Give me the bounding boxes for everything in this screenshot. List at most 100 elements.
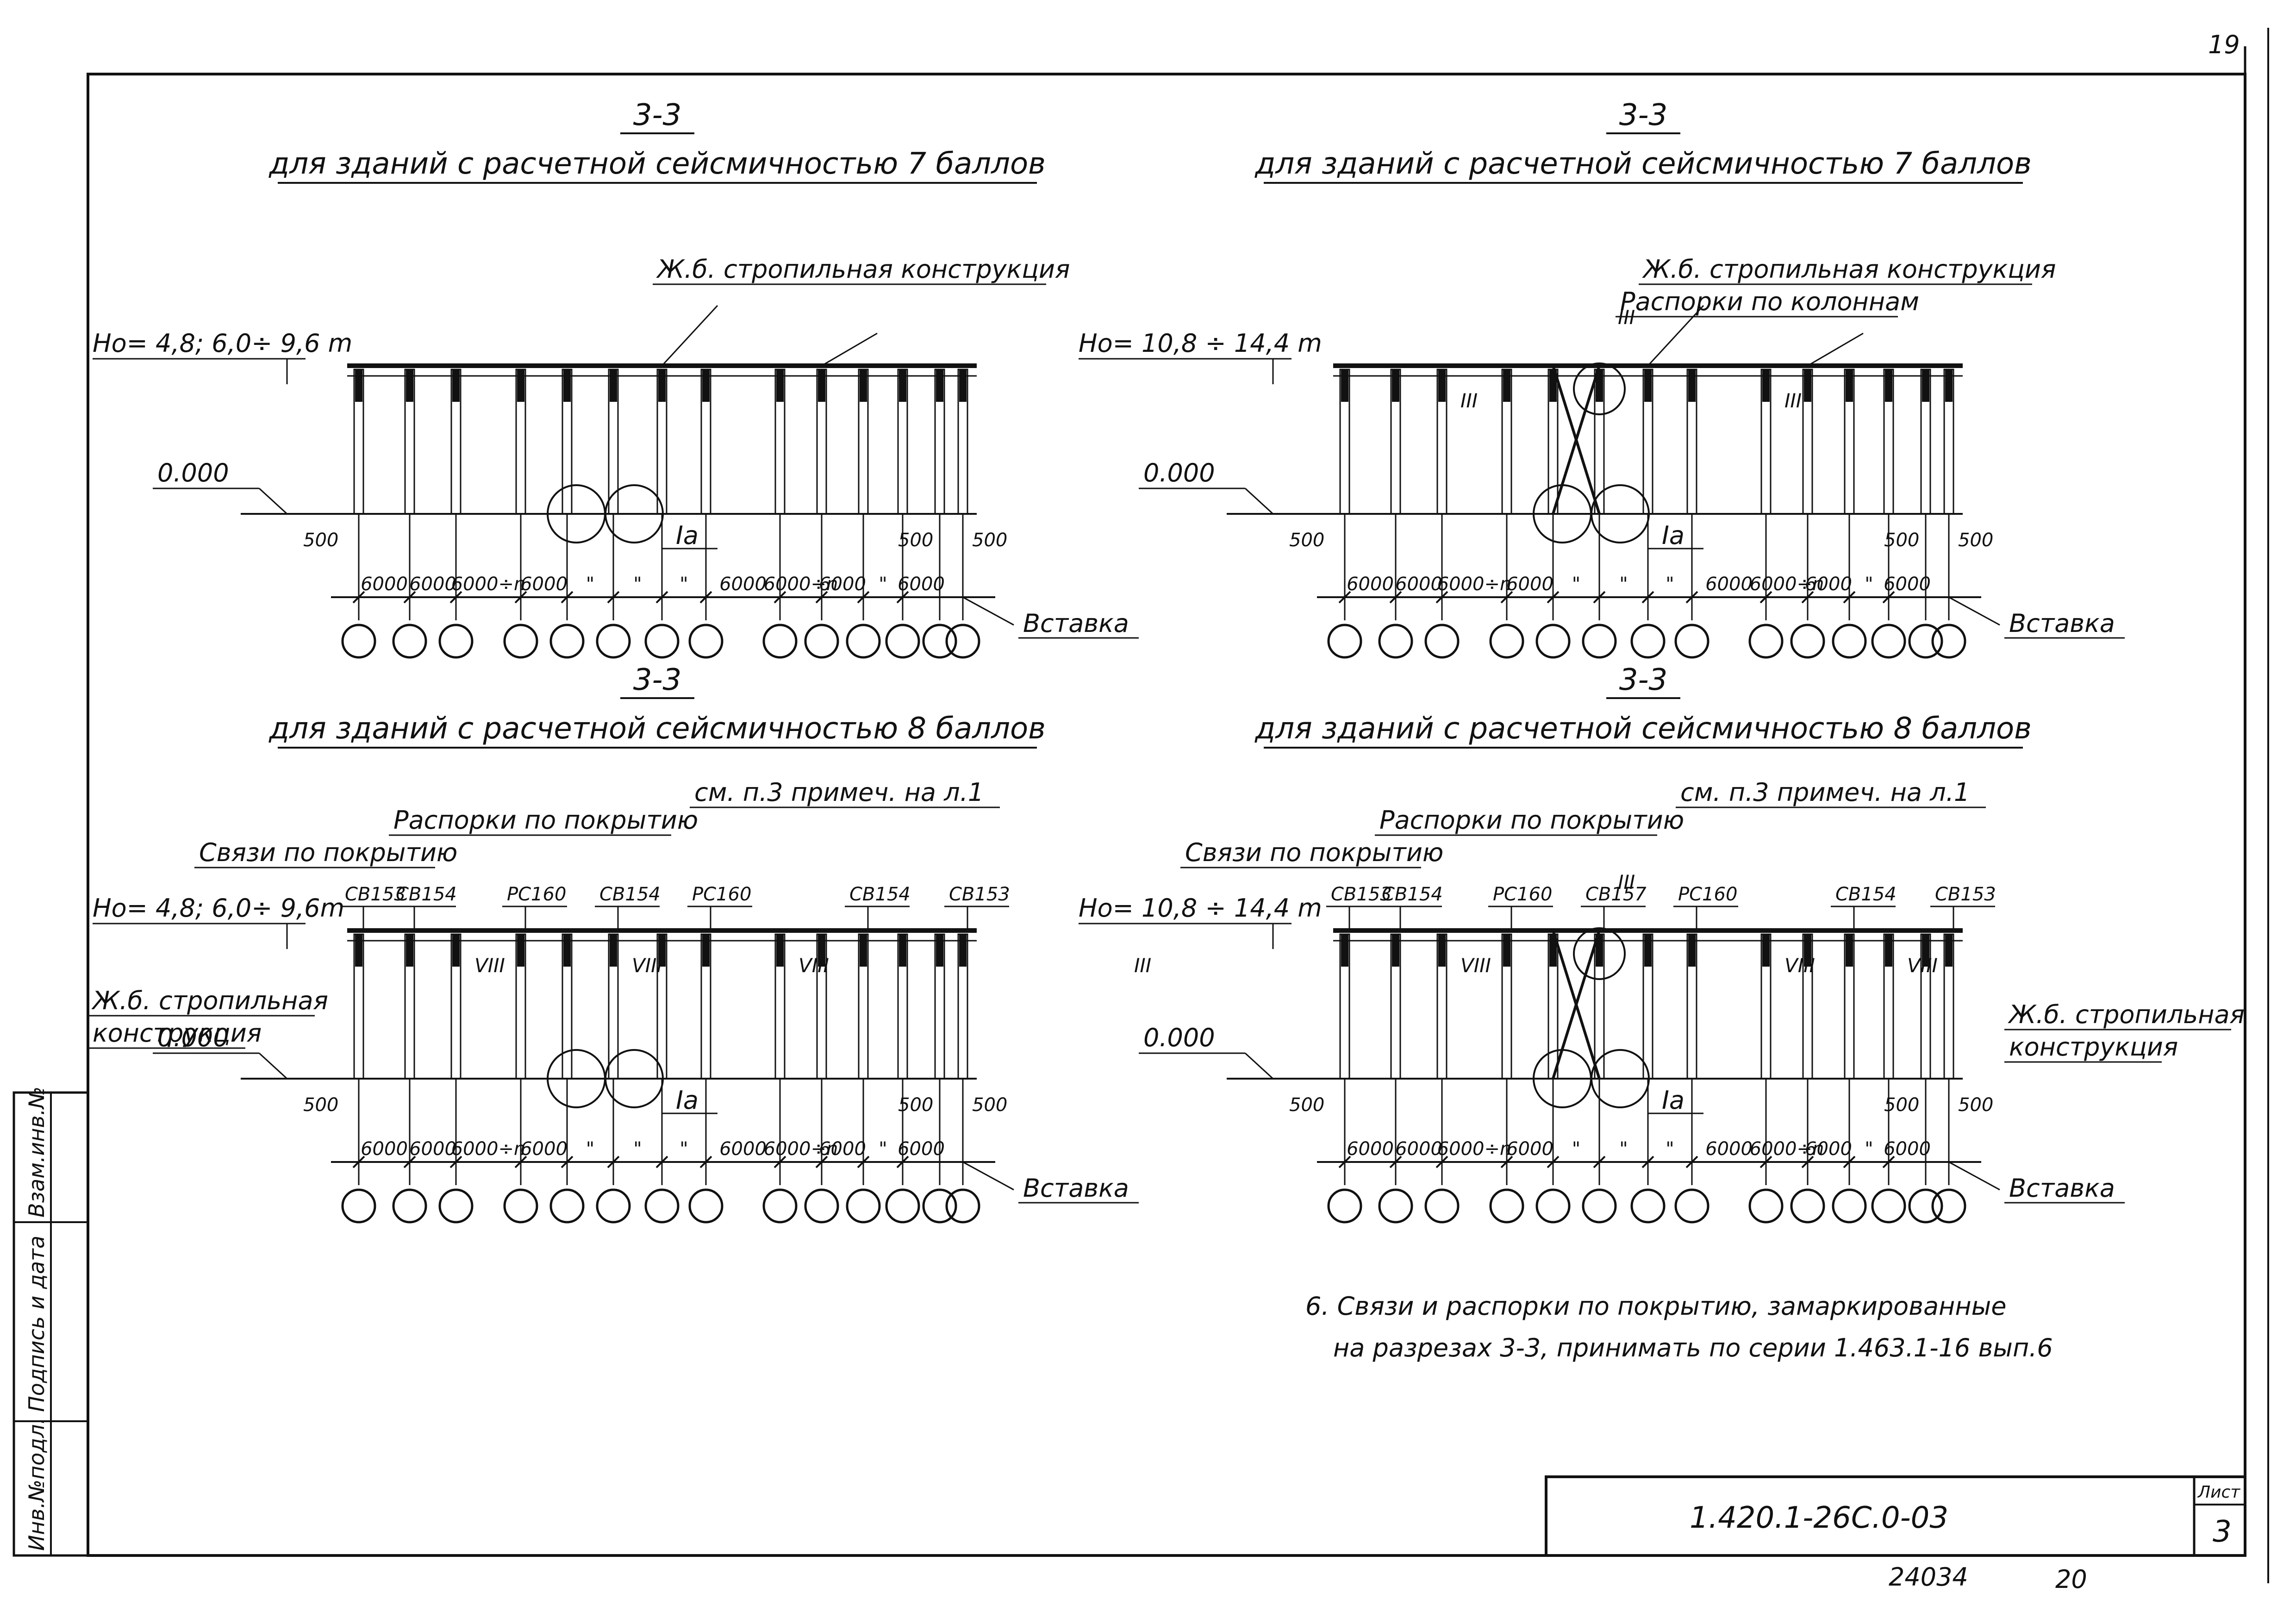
section-title: 3-3: [1619, 98, 1668, 132]
axis-bubble: [804, 624, 839, 659]
dimension-tick: [514, 591, 527, 604]
detail-node-circle: [605, 1049, 664, 1108]
axis-bubble: [1489, 1188, 1524, 1224]
axis-bubble: [392, 624, 427, 659]
axis-bubble: [503, 1188, 538, 1224]
callout-label: Ж.б. стропильная конструкция: [656, 255, 1070, 284]
node-mark: III: [1618, 871, 1635, 893]
edge-dimension-right-2: 500: [1958, 530, 1993, 551]
dimension-value: 6000: [520, 1138, 568, 1160]
height-label: Но= 4,8; 6,0÷ 9,6m: [93, 893, 344, 923]
callout-label: Связи по покрытию: [1185, 838, 1443, 867]
axis-bubble: [1378, 1188, 1413, 1224]
edge-dimension-left: 500: [1289, 530, 1324, 551]
column-head: [1688, 934, 1696, 967]
zero-label: 0.000: [1143, 458, 1215, 487]
dimension-value: 6000: [719, 574, 767, 595]
dimension-tick: [815, 591, 828, 604]
column-head: [658, 369, 666, 402]
dimension-value: 6000÷n: [764, 1138, 838, 1160]
dimension-value: 6000: [1705, 1138, 1753, 1160]
callout-label: конструкция: [93, 1018, 262, 1048]
inv-number: 24034: [1889, 1562, 1968, 1592]
column-head: [355, 369, 362, 402]
dimension-value: ": [879, 1138, 887, 1160]
column-head: [1438, 369, 1446, 402]
dimension-tick: [352, 591, 365, 604]
zero-leader: [1244, 487, 1274, 515]
axis-bubble: [1832, 1188, 1867, 1224]
column-head: [610, 934, 617, 967]
column-head: [936, 934, 943, 967]
axis-bubble: [1630, 624, 1666, 659]
column-head: [1885, 369, 1892, 402]
callout-label: Ж.б. стропильная: [2008, 1000, 2245, 1029]
axis-bubble: [1790, 1188, 1825, 1224]
axis-bubble: [549, 1188, 585, 1224]
member-mark: РС160: [507, 884, 566, 905]
insert-leader: [1948, 1161, 2000, 1191]
dimension-value: 6000: [1705, 574, 1753, 595]
doc-code: 1.420.1-26С.0-03: [1690, 1501, 1948, 1535]
dimension-value: ": [1865, 574, 1873, 595]
member-mark: СВ153: [949, 884, 1010, 905]
dimension-tick: [774, 1156, 786, 1168]
member-mark: СВ154: [396, 884, 457, 905]
zero-leader: [258, 487, 288, 515]
dimension-tick: [857, 1156, 870, 1168]
dimension-tick: [449, 591, 462, 604]
axis-bubble: [1327, 624, 1362, 659]
axis-bubble: [1674, 1188, 1710, 1224]
edge-dimension-right-1: 500: [1884, 1094, 1919, 1116]
section-subtitle: для зданий с расчетной сейсмичностью 8 б…: [1254, 712, 2032, 746]
column-head: [452, 934, 460, 967]
callout-label: см. п.3 примеч. на л.1: [694, 778, 984, 807]
axis-bubble: [846, 624, 881, 659]
note-line-2: на разрезах 3-3, принимать по серии 1.46…: [1333, 1333, 2053, 1362]
dimension-tick: [655, 1156, 668, 1168]
member-mark: СВ153: [1935, 884, 1996, 905]
dimension-tick: [403, 591, 416, 604]
dimension-value: 6000÷n: [1437, 574, 1512, 595]
dimension-tick: [1641, 591, 1654, 604]
dimension-tick: [699, 591, 712, 604]
member-mark: РС160: [1493, 884, 1552, 905]
column-head: [702, 369, 710, 402]
column-head: [1945, 369, 1953, 402]
dimension-value: 6000: [1347, 574, 1394, 595]
column-head: [563, 369, 571, 402]
dimension-tick: [1547, 591, 1560, 604]
dimension-tick: [561, 1156, 574, 1168]
side-stamp-replace: Взам.инв.№: [24, 1087, 49, 1218]
axis-bubble: [1908, 1188, 1943, 1224]
dimension-tick: [1801, 591, 1814, 604]
section-panel-4: 3-3 для зданий с расчетной сейсмичностью …: [1079, 663, 2245, 1224]
dimension-value: ": [1666, 1138, 1674, 1160]
axis-bubble: [1582, 624, 1617, 659]
dimension-value: ": [680, 1138, 688, 1160]
column-head: [1804, 934, 1811, 967]
callout-label: см. п.3 примеч. на л.1: [1680, 778, 1970, 807]
node-mark: III: [1784, 389, 1802, 412]
axis-bubble: [945, 1188, 980, 1224]
section-title: 3-3: [633, 98, 682, 132]
insert-label: Вставка: [2009, 1174, 2115, 1203]
column-head: [1341, 369, 1348, 402]
dimension-value: 6000: [1506, 574, 1554, 595]
detail-node-circle: [605, 484, 664, 543]
zero-leader: [258, 1052, 288, 1080]
insert-leader: [962, 1161, 1014, 1191]
dimension-value: 6000: [898, 574, 945, 595]
section-title: 3-3: [1619, 663, 1668, 697]
axis-bubble: [1931, 1188, 1966, 1224]
dimension-value: ": [680, 574, 688, 595]
dimension-tick: [1338, 591, 1351, 604]
column-head: [1392, 934, 1399, 967]
column-head: [959, 934, 967, 967]
column-head: [1846, 934, 1853, 967]
column-head: [1922, 369, 1929, 402]
axis-bubble: [1535, 624, 1571, 659]
column-head: [658, 934, 666, 967]
axis-bubble: [885, 624, 920, 659]
dimension-value: 6000: [1884, 574, 1931, 595]
